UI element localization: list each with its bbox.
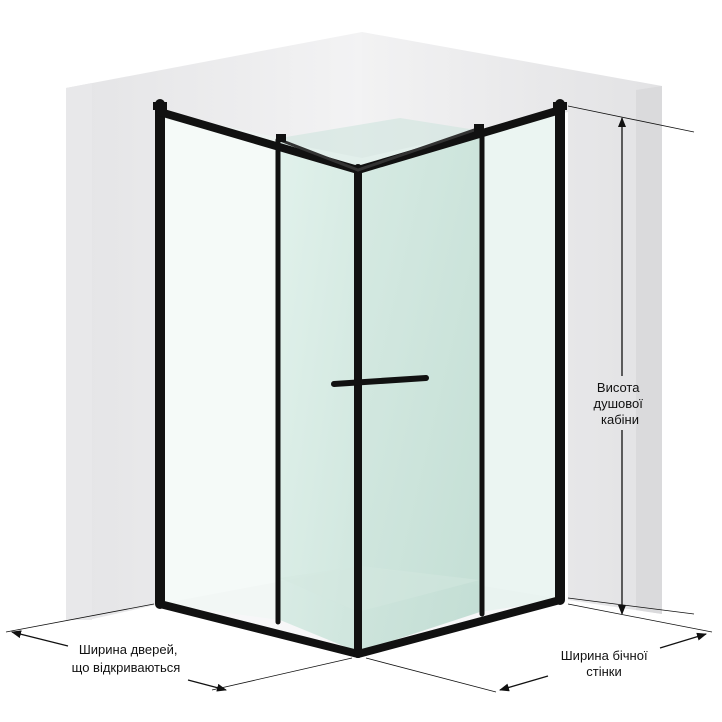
glass-panels [160,110,560,652]
left-roller [276,134,286,142]
height-label-line-3: кабіни [601,412,639,427]
side-width-dimension [365,603,713,693]
right-wall [362,32,662,614]
frame-left-top-rail [156,108,362,174]
side-width-extension-right [567,603,713,633]
side-width-arrow-right [659,632,707,649]
right-glass-fixed [480,110,560,612]
left-wall-edge [66,83,92,620]
left-wall [66,32,362,620]
height-label-line-1: Висота [597,380,640,395]
right-roller [474,124,484,132]
side-width-label-line-2: стінки [586,664,621,679]
back-top-rail-right [356,126,482,172]
side-width-arrow-left [499,675,549,692]
left-glass-door [280,138,358,652]
right-wall-edge [636,86,662,614]
height-extension-bottom [567,597,695,615]
shower-frame [155,99,565,658]
door-width-extension-left [5,603,155,633]
door-width-arrow-right [187,679,227,692]
floor-glass-reflection [280,566,480,612]
left-glass-fixed [160,112,280,620]
height-label: Висота душової кабіни [594,380,647,427]
back-glass-top [280,118,476,170]
height-dimension [567,105,695,615]
frame-left-bottom-rail [156,600,362,658]
door-width-arrow-left [11,630,69,647]
side-width-extension-left [365,657,497,693]
left-post-cap [153,102,167,110]
door-handle [331,375,429,387]
height-label-line-2: душової [594,396,644,411]
side-width-label-line-1: Ширина бічної [561,648,648,663]
door-width-label-line-2: що відкриваються [72,660,181,675]
height-extension-top [567,105,695,133]
door-width-label-line-1: Ширина дверей, [79,642,178,657]
frame-right-top-rail [354,106,564,174]
side-width-label: Ширина бічної стінки [561,648,651,679]
frame-right-bottom-rail [354,596,564,658]
right-glass-door [358,132,480,652]
door-width-label: Ширина дверей, що відкриваються [72,642,181,675]
door-width-dimension [5,603,353,692]
right-post-cap [553,102,567,110]
door-width-extension-right [211,657,353,691]
back-top-rail-left [278,138,360,172]
